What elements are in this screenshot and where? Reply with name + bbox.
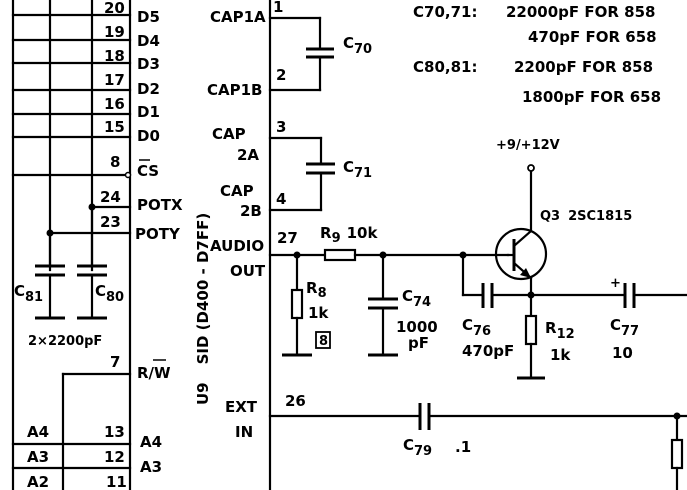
c70-label: C70 — [343, 34, 372, 57]
c76-value: 470pF — [462, 342, 514, 360]
transistor-q3 — [494, 164, 548, 297]
r8-tag-box — [315, 331, 331, 349]
left-bus-wiring — [11, 0, 132, 490]
svg-text:23: 23 — [100, 213, 121, 231]
svg-text:8: 8 — [110, 153, 120, 171]
svg-text:POTX: POTX — [137, 196, 183, 214]
svg-text:24: 24 — [100, 188, 121, 206]
c74-value-2: pF — [408, 334, 429, 352]
svg-text:D5: D5 — [137, 8, 160, 26]
c81-label: C81 — [14, 282, 43, 305]
svg-text:2A: 2A — [237, 146, 259, 164]
svg-text:CAP: CAP — [212, 125, 246, 143]
r8-value: 1k — [308, 304, 329, 322]
c80-label: C80 — [95, 282, 124, 305]
c80-81-value: 2×2200pF — [28, 334, 102, 349]
capacitor-c70 — [268, 16, 334, 92]
capacitor-value-notes: C70,71: 22000pF FOR 858 470pF FOR 658 C8… — [413, 3, 661, 106]
svg-text:OUT: OUT — [230, 262, 266, 280]
resistor-r8 — [290, 288, 304, 320]
chip-right-pin-names: CAP1A CAP1B CAP 2A CAP 2B AUDIO OUT EXT … — [207, 8, 266, 441]
c79-label: C79 — [403, 436, 432, 459]
svg-text:CS: CS — [137, 162, 159, 180]
svg-text:2B: 2B — [240, 202, 262, 220]
capacitor-c81 — [35, 231, 65, 320]
svg-text:AUDIO: AUDIO — [210, 237, 264, 255]
svg-text:A3: A3 — [140, 458, 162, 476]
svg-text:D4: D4 — [137, 32, 160, 50]
svg-text:17: 17 — [104, 71, 125, 89]
svg-text:2200pF FOR 858: 2200pF FOR 858 — [514, 58, 653, 76]
pin-4-number: 4 — [276, 190, 286, 208]
svg-text:D2: D2 — [137, 80, 160, 98]
capacitor-c80 — [77, 205, 107, 320]
pin-27-number: 27 — [277, 229, 298, 247]
svg-text:CAP1A: CAP1A — [210, 8, 266, 26]
svg-text:7: 7 — [110, 353, 120, 371]
svg-text:C80,81:: C80,81: — [413, 58, 477, 76]
address-bus-labels: A4 A3 A2 — [27, 423, 49, 490]
ext-in-network — [268, 403, 687, 490]
chip-name: U9SID (D400 - D7FF) — [194, 213, 212, 405]
svg-text:11: 11 — [106, 473, 127, 490]
svg-text:A4: A4 — [27, 423, 49, 441]
supply-label: +9/+12V — [496, 138, 560, 153]
pin-1-number: 1 — [273, 0, 283, 16]
svg-text:A4: A4 — [140, 433, 162, 451]
pin-2-number: 2 — [276, 66, 286, 84]
svg-text:IN: IN — [235, 423, 253, 441]
svg-text:19: 19 — [104, 23, 125, 41]
resistor-r9 — [323, 248, 357, 262]
cs-inversion-bubble — [124, 171, 132, 179]
svg-text:16: 16 — [104, 95, 125, 113]
supply-terminal — [527, 164, 535, 172]
svg-text:18: 18 — [104, 47, 125, 65]
svg-text:A2: A2 — [27, 473, 49, 490]
chip-left-pin-numbers: 20 19 18 17 16 15 8 24 23 7 13 12 11 — [100, 0, 127, 490]
audio-output-network — [268, 248, 510, 357]
c77-polarity: + — [610, 276, 621, 291]
ext-in-resistor — [670, 438, 684, 470]
c77-label: C77 — [610, 316, 639, 339]
svg-text:CAP: CAP — [220, 182, 254, 200]
c76-label: C76 — [462, 316, 491, 339]
r8-tag: 8 — [319, 334, 328, 349]
svg-text:12: 12 — [104, 448, 125, 466]
svg-text:D1: D1 — [137, 103, 160, 121]
svg-text:470pF FOR 658: 470pF FOR 658 — [528, 28, 657, 46]
capacitor-c71 — [268, 136, 335, 212]
svg-text:20: 20 — [104, 0, 125, 17]
svg-text:15: 15 — [104, 118, 125, 136]
svg-text:EXT: EXT — [225, 398, 258, 416]
c79-value: .1 — [455, 438, 471, 456]
c77-value: 10 — [612, 344, 633, 362]
svg-text:C70,71:: C70,71: — [413, 3, 477, 21]
pin-26-number: 26 — [285, 392, 306, 410]
svg-text:R/W: R/W — [137, 364, 171, 382]
chip-left-pin-names: D5 D4 D3 D2 D1 D0 CS POTX POTY R/W A4 A3 — [135, 8, 183, 476]
c74-value-1: 1000 — [396, 318, 438, 336]
svg-text:1800pF FOR 658: 1800pF FOR 658 — [522, 88, 661, 106]
c74-label: C74 — [402, 287, 431, 310]
r12-label: R12 — [545, 319, 575, 342]
capacitor-c77 — [529, 283, 687, 308]
r12-value: 1k — [550, 346, 571, 364]
capacitor-c76 — [461, 253, 533, 308]
svg-text:22000pF FOR 858: 22000pF FOR 858 — [506, 3, 655, 21]
pin-3-number: 3 — [276, 118, 286, 136]
r8-label: R8 — [306, 279, 327, 301]
c71-label: C71 — [343, 158, 372, 181]
svg-text:A3: A3 — [27, 448, 49, 466]
svg-text:CAP1B: CAP1B — [207, 81, 262, 99]
svg-text:D3: D3 — [137, 55, 160, 73]
resistor-r12 — [517, 293, 545, 380]
svg-text:POTY: POTY — [135, 225, 181, 243]
svg-text:13: 13 — [104, 423, 125, 441]
svg-text:D0: D0 — [137, 127, 160, 145]
